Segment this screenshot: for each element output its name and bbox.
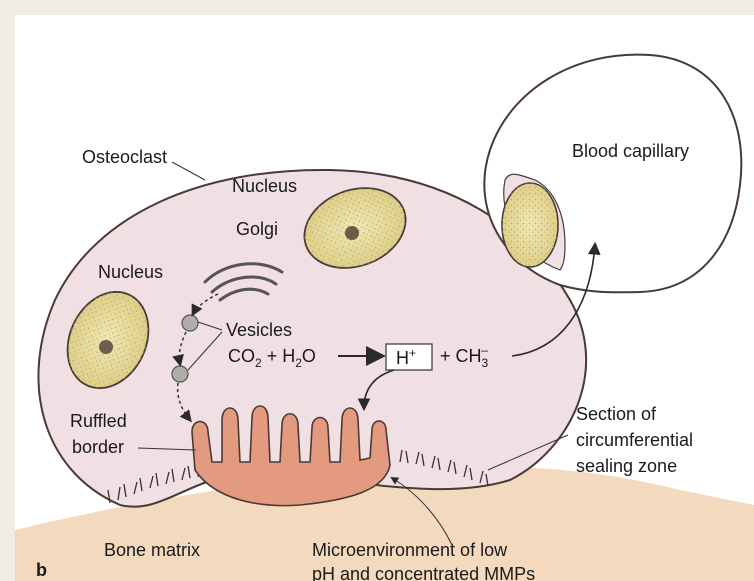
label-golgi: Golgi bbox=[236, 219, 278, 239]
label-nucleus-left: Nucleus bbox=[98, 262, 163, 282]
vesicle-1 bbox=[182, 315, 198, 331]
label-bone-matrix: Bone matrix bbox=[104, 540, 200, 560]
vesicle-2 bbox=[172, 366, 188, 382]
panel-letter: b bbox=[36, 560, 47, 580]
label-section-3: sealing zone bbox=[576, 456, 677, 476]
label-section-2: circumferential bbox=[576, 430, 693, 450]
label-microenvironment-1: Microenvironment of low bbox=[312, 540, 508, 560]
equation-bicarbonate: + CH3– bbox=[440, 343, 489, 370]
label-vesicles: Vesicles bbox=[226, 320, 292, 340]
label-osteoclast: Osteoclast bbox=[82, 147, 167, 167]
label-blood-capillary: Blood capillary bbox=[572, 141, 689, 161]
label-nucleus-top: Nucleus bbox=[232, 176, 297, 196]
label-ruffled-2: border bbox=[72, 437, 124, 457]
label-microenvironment-2: pH and concentrated MMPs bbox=[312, 564, 535, 581]
label-section-1: Section of bbox=[576, 404, 657, 424]
label-ruffled-1: Ruffled bbox=[70, 411, 127, 431]
